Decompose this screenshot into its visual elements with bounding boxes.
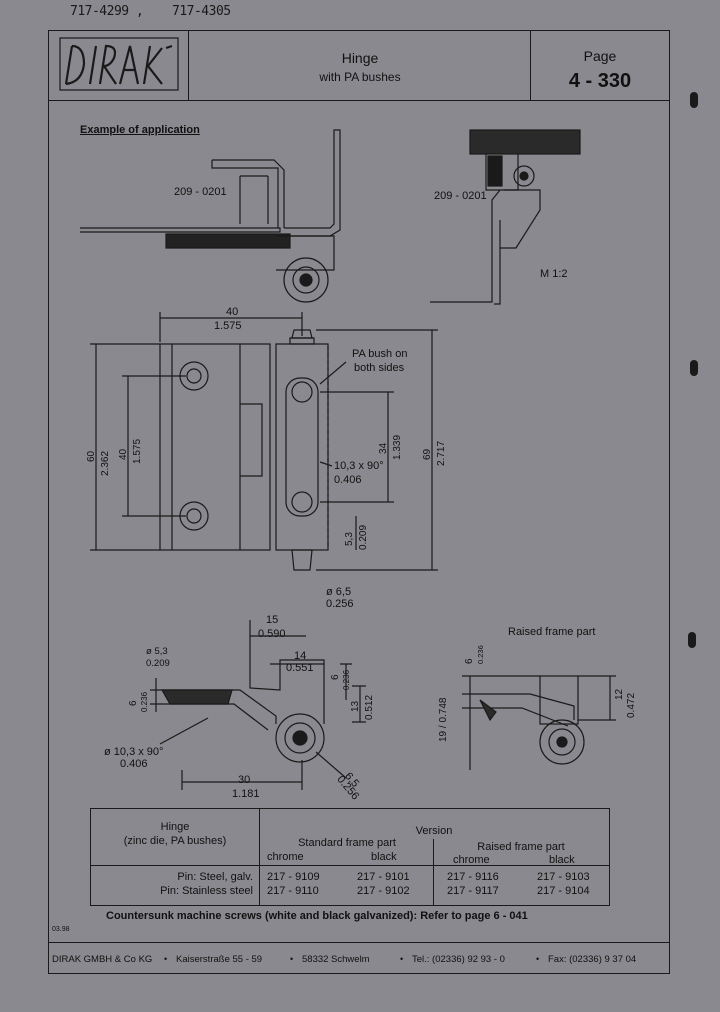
table-header-black: black	[371, 851, 397, 863]
raised-frame-label: Raised frame part	[508, 626, 596, 638]
dim-label: 0.209	[146, 658, 170, 669]
table-header-hinge: Hinge	[160, 821, 190, 833]
table-cell: 217 - 9109	[267, 871, 320, 883]
punch-hole	[690, 360, 698, 376]
dim-label: 6	[464, 658, 475, 664]
table-header-black: black	[549, 854, 575, 866]
table-header-chrome: chrome	[267, 851, 304, 863]
dim-label: 34	[378, 442, 389, 454]
dim-label: 40	[118, 448, 129, 460]
table-header-material: (zinc die, PA bushes)	[123, 835, 227, 847]
dim-label: 10,3 x 90°	[334, 460, 384, 472]
dim-label: 19 / 0.748	[438, 697, 449, 742]
table-cell: 217 - 9110	[267, 885, 319, 897]
part-number-left: 209 - 0201	[174, 186, 227, 198]
table-cell: 217 - 9117	[447, 885, 499, 897]
footer-tel: Tel.: (02336) 92 93 - 0	[412, 954, 505, 965]
pa-bush-label: PA bush on	[352, 348, 408, 360]
dim-label: 0.406	[334, 474, 362, 486]
page-label: Page	[583, 48, 617, 64]
table-header-standard: Standard frame part	[298, 837, 396, 849]
table-header-version: Version	[415, 825, 453, 837]
footer-city: 58332 Schwelm	[302, 954, 370, 965]
date-code: 03.98	[52, 926, 70, 933]
dim-label: 15	[266, 614, 279, 626]
page-title: Hinge	[341, 50, 379, 66]
dim-label: 6	[128, 700, 139, 706]
pa-bush-label: both sides	[354, 362, 405, 374]
dim-label: 6	[330, 674, 341, 680]
table-row-label: Pin: Steel, galv.	[177, 871, 253, 883]
scale-label: M 1:2	[540, 268, 568, 280]
dim-label: 60	[86, 450, 97, 462]
handwritten-note-right: 717-4305	[172, 4, 231, 19]
application-heading: Example of application	[80, 124, 200, 136]
dim-label: 2.717	[436, 440, 447, 466]
punch-hole	[688, 632, 696, 648]
dim-label: 1.339	[392, 434, 403, 460]
dim-label: 0.472	[626, 692, 637, 718]
dim-label: 30	[238, 774, 251, 786]
dim-label: 0.209	[358, 524, 369, 550]
dim-label: 5,3	[344, 532, 355, 546]
dim-label: 2.362	[100, 450, 111, 476]
part-number-right: 209 - 0201	[434, 190, 487, 202]
punch-hole	[690, 92, 698, 108]
dim-label: 0.590	[258, 628, 286, 640]
dim-label: 1.575	[214, 320, 242, 332]
footer-company: DIRAK GMBH & Co KG	[52, 954, 153, 965]
dim-label: 1.575	[132, 438, 143, 464]
dim-label: 0.236	[342, 669, 351, 690]
dim-label: 12	[614, 688, 625, 700]
dim-label: 69	[422, 448, 433, 460]
dim-label: 0.406	[120, 758, 148, 770]
table-cell: 217 - 9104	[537, 885, 590, 897]
page-number: 4 - 330	[568, 70, 632, 92]
footer-fax: Fax: (02336) 9 37 04	[548, 954, 637, 965]
screws-note: Countersunk machine screws (white and bl…	[106, 910, 528, 922]
table-cell: 217 - 9103	[537, 871, 590, 883]
table-cell: 217 - 9101	[357, 871, 410, 883]
dim-label: 1.181	[232, 788, 260, 800]
dim-label: 0.236	[476, 645, 485, 664]
drawing-sheet	[48, 30, 670, 974]
dim-label: ø 5,3	[146, 646, 168, 657]
table-header-raised: Raised frame part	[477, 841, 565, 853]
dim-label: 40	[226, 306, 239, 318]
table-header-chrome: chrome	[453, 854, 490, 866]
table-cell: 217 - 9116	[447, 871, 499, 883]
handwritten-note-left: 717-4299 ,	[70, 4, 144, 19]
dim-label: 0.512	[364, 694, 375, 720]
dim-label: ø 6,5	[326, 586, 352, 598]
dim-label: 0.256	[326, 598, 354, 610]
footer-divider	[48, 942, 669, 944]
table-cell: 217 - 9102	[357, 885, 410, 897]
dim-label: 0.551	[286, 662, 314, 674]
dim-label: 0.236	[140, 691, 149, 712]
dirak-logo	[58, 36, 180, 92]
table-row-label: Pin: Stainless steel	[160, 885, 253, 897]
dim-label: ø 10,3 x 90°	[104, 746, 164, 758]
header-divider	[48, 100, 669, 102]
dim-label: 14	[294, 650, 307, 662]
page-subtitle: with PA bushes	[319, 70, 401, 84]
version-table: Hinge (zinc die, PA bushes) Version Stan…	[90, 808, 610, 906]
dim-label: 13	[350, 700, 361, 712]
footer-address: Kaiserstraße 55 - 59	[176, 954, 263, 965]
